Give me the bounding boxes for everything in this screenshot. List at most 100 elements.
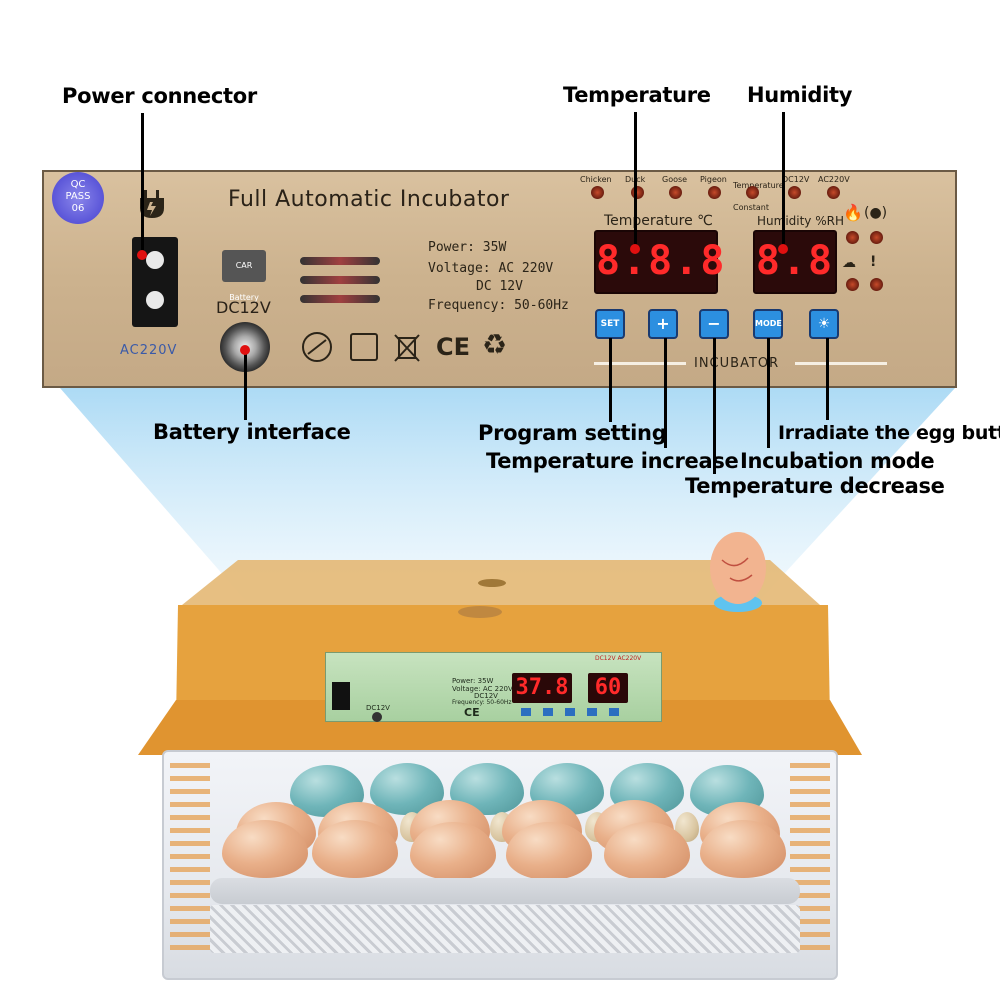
mini-spec-frequency: Frequency: 50-60Hz — [452, 699, 512, 706]
led-ac220v — [827, 186, 840, 199]
left-roller-rack — [170, 760, 210, 950]
leader-incubation-mode — [767, 338, 770, 448]
led-label-dc12v: DC12V — [782, 175, 810, 184]
led-alarm — [870, 278, 883, 291]
dc-voltage-label: DC12V — [216, 298, 271, 317]
egg-brown-10 — [506, 822, 592, 880]
marker-power-connector — [137, 250, 147, 260]
egg-veins — [721, 557, 753, 582]
leader-irradiate-button — [826, 338, 829, 420]
lid-brim — [138, 700, 862, 755]
leader-power-connector — [141, 113, 144, 255]
ac-voltage-label: AC220V — [120, 343, 178, 358]
marker-temperature — [630, 244, 640, 254]
callout-incubation-mode: Incubation mode — [740, 449, 935, 473]
socket-hole-bottom — [146, 291, 164, 309]
mini-humidity-display: 60 — [588, 673, 628, 703]
spec-frequency: Frequency: 50-60Hz — [428, 298, 569, 313]
leader-temperature-decrease — [713, 338, 716, 474]
leader-humidity — [782, 112, 785, 250]
candled-egg — [710, 532, 766, 604]
recycle-icon: ♻ — [482, 328, 508, 361]
led-turning — [870, 231, 883, 244]
spec-voltage-dc: DC 12V — [476, 279, 523, 294]
vent-slot-2 — [300, 276, 380, 284]
led-chicken — [591, 186, 604, 199]
humidify-icon: ☁ — [842, 255, 856, 271]
egg-brown-11 — [604, 822, 690, 880]
led-label-temp-constant: Temperature Constant — [733, 181, 784, 212]
egg-brown-7 — [222, 820, 308, 878]
mini-buttons — [521, 708, 631, 716]
mini-spec-voltage: Voltage: AC 220V — [452, 685, 513, 693]
callout-irradiate-button: Irradiate the egg button — [778, 422, 1000, 444]
mini-temperature-display: 37.8 — [512, 673, 572, 703]
heating-icon: 🔥 — [843, 203, 863, 222]
humidity-display: 8.8 — [753, 230, 837, 294]
led-temp-constant — [746, 186, 759, 199]
callout-humidity: Humidity — [747, 83, 853, 107]
mini-spec-power: Power: 35W — [452, 677, 494, 685]
qc-line-1: QC — [70, 179, 86, 190]
qc-line-2: PASS — [65, 191, 91, 202]
vent-slot-3 — [300, 295, 380, 303]
callout-temperature-decrease: Temperature decrease — [685, 474, 945, 498]
set-button[interactable]: SET — [595, 309, 625, 339]
led-label-pigeon: Pigeon — [700, 175, 727, 184]
mini-power-socket — [332, 682, 350, 710]
callout-battery-interface: Battery interface — [153, 420, 351, 444]
water-tray-grill — [210, 905, 800, 953]
marker-battery-interface — [240, 345, 250, 355]
led-pigeon — [708, 186, 721, 199]
temperature-display: 8.8.8 — [594, 230, 724, 294]
vent-slot-1 — [300, 257, 380, 265]
led-humidify — [846, 278, 859, 291]
led-label-chicken: Chicken — [580, 175, 612, 184]
led-goose — [669, 186, 682, 199]
low-energy-icon — [302, 332, 332, 362]
qc-line-3: 06 — [71, 203, 85, 214]
irradiate-egg-button[interactable]: ☀ — [809, 309, 839, 339]
double-insulation-icon — [350, 333, 378, 361]
callout-temperature: Temperature — [563, 83, 711, 107]
marker-humidity — [778, 244, 788, 254]
callout-program-setting: Program setting — [478, 421, 667, 445]
egg-brown-12 — [700, 820, 786, 878]
temperature-increase-button[interactable]: + — [648, 309, 678, 339]
spec-voltage: Voltage: AC 220V — [428, 261, 554, 276]
car-battery-icon: CAR Battery — [222, 250, 266, 302]
callout-temperature-increase: Temperature increase — [486, 449, 739, 473]
leader-program-setting — [609, 338, 612, 422]
turning-roller — [210, 878, 800, 904]
ce-mark: CE — [436, 333, 471, 361]
incubator-divider-left — [594, 362, 686, 365]
mini-ce-mark: CE — [464, 706, 480, 719]
temperature-display-label: Temperature ℃ — [604, 213, 713, 229]
humidity-display-label: Humidity %RH — [757, 214, 844, 228]
callout-power-connector: Power connector — [62, 84, 257, 108]
socket-hole-top — [146, 251, 164, 269]
mini-dc-label: DC12V — [366, 704, 390, 712]
mini-battery-jack — [372, 712, 382, 722]
weee-bin-icon — [394, 334, 420, 362]
led-label-goose: Goose — [662, 175, 688, 184]
leader-temperature-increase — [664, 338, 667, 448]
mini-spec-voltage-dc: DC12V — [474, 692, 498, 700]
alarm-icon: ! — [870, 254, 877, 270]
egg-turning-icon: (●) — [864, 205, 888, 221]
led-label-ac220v: AC220V — [818, 175, 850, 184]
mini-status-labels: DC12V AC220V — [595, 655, 642, 662]
leader-battery-interface — [244, 350, 247, 420]
spec-power: Power: 35W — [428, 240, 507, 255]
leader-temperature — [634, 112, 637, 250]
vent-hole-top — [478, 579, 506, 587]
qc-pass-sticker: QC PASS 06 — [52, 172, 104, 224]
led-dc12v — [788, 186, 801, 199]
panel-title: Full Automatic Incubator — [228, 187, 510, 212]
egg-brown-8 — [312, 820, 398, 878]
led-heating — [846, 231, 859, 244]
egg-brown-9 — [410, 822, 496, 880]
incubator-divider-right — [795, 362, 887, 365]
plug-icon — [140, 190, 164, 218]
vent-hole-front — [458, 606, 502, 618]
